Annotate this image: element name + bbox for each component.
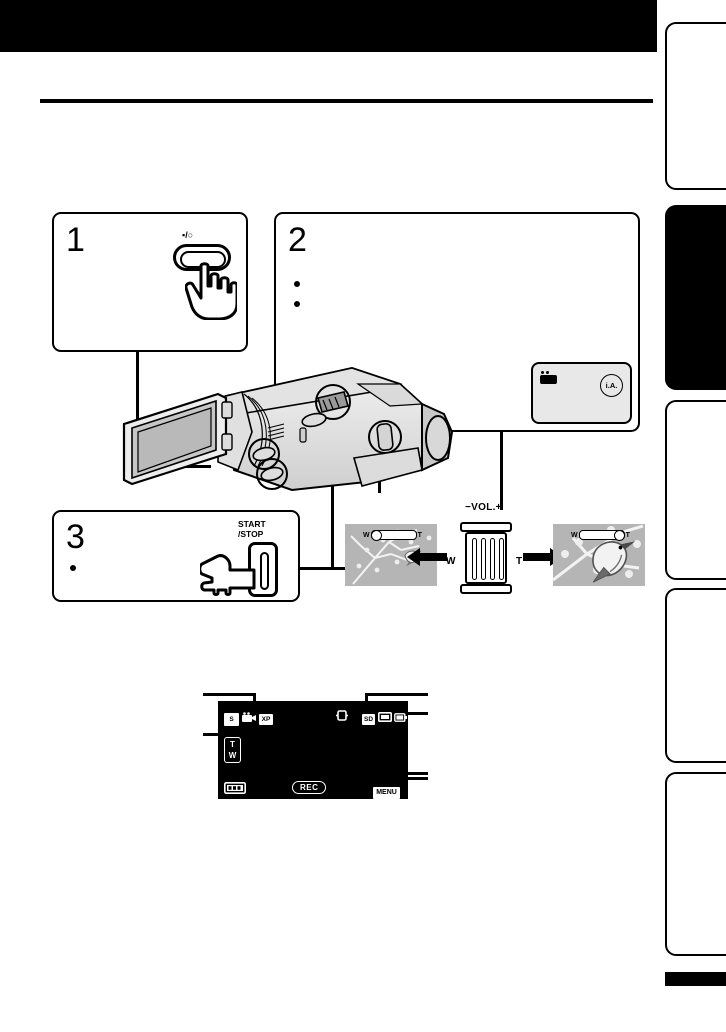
lever-rib-4 [499,538,504,580]
callout-line-step3-v [331,470,334,569]
lever-rib-1 [472,538,477,580]
tele-direction-label: T [516,556,523,567]
camcorder-illustration [122,362,472,512]
side-tab-3[interactable] [665,400,726,580]
lever-rib-2 [481,538,486,580]
start-stop-button-inner [260,552,269,590]
side-tab-3-label [667,402,726,578]
lcd-screen-reference: S XP SD T W [218,701,408,799]
callout-line-step2b-v [500,425,503,510]
step-3-bullets [68,560,238,574]
wide-bar-track [370,529,417,541]
side-tab-1[interactable] [665,22,726,190]
screen-callout-5-h [390,712,428,715]
video-mode-icon [540,371,557,384]
menu-button[interactable]: MENU [373,781,400,799]
side-tab-strip [665,0,726,1032]
side-tab-2-label [667,207,726,388]
lever-rib-3 [490,538,495,580]
side-tab-2[interactable] [665,205,726,390]
callout-line-step1-v [136,351,139,467]
header-bar [0,0,657,52]
step-1-box: 1 ▪/○ [52,212,248,352]
zoom-indicator-top: T [230,740,235,749]
side-tab-4[interactable] [665,588,726,763]
zoom-lever-group: W T −VOL.+ W T [345,500,645,600]
wide-angle-photo: W T [345,524,437,586]
image-quality-icon: XP [259,708,273,726]
side-tab-5-label [667,774,726,954]
start-stop-label-line1: START [238,519,266,529]
step-2-bullets [292,276,628,307]
screen-callout-1-h [203,693,255,696]
screen-callout-7-h [392,772,428,775]
image-stabilizer-icon [336,708,348,726]
battery-icon [394,709,407,727]
intelligent-auto-badge: i.A. [600,374,623,397]
callout-line-step3-h [300,567,355,570]
side-tab-foot-bar [665,972,726,986]
arrow-left-icon [407,548,447,566]
step-3-box: 3 START /STOP [52,510,300,602]
video-camera-icon [242,709,256,727]
page-title [44,60,644,94]
wide-zoom-indicator: W T [363,529,422,541]
wide-direction-label: W [446,556,456,567]
volume-zoom-label: −VOL.+ [465,502,502,513]
video-photo-mode-icons: ▪/○ [182,230,194,240]
media-slot-icon [378,709,392,727]
pointing-hand-icon [184,262,239,325]
lever-bottom-cap [460,584,512,594]
tele-bar-left-label: W [571,531,578,539]
menu-button-label: MENU [373,786,400,799]
step-1-number: 1 [66,221,85,259]
lever-top-cap [460,522,512,532]
wide-bar-right-label: T [417,531,422,539]
side-tab-4-label [667,590,726,761]
title-rule [40,99,653,103]
wide-bar-left-label: W [363,531,370,539]
tele-zoom-indicator: W T [571,529,630,541]
zoom-lever[interactable] [460,522,512,594]
telephoto-photo: W T [553,524,645,586]
tele-bar-right-label: T [625,531,630,539]
pressing-hand-icon [198,552,256,601]
zoom-level-indicator: T W [224,737,241,763]
start-stop-label-line2: /STOP [238,529,264,539]
wide-bar-knob [370,529,382,541]
recording-media-icon: SD [362,714,375,725]
side-tab-1-label [667,24,726,188]
rec-button[interactable]: REC [292,781,327,794]
tele-bar-track [578,529,625,541]
playback-icon[interactable] [224,781,246,799]
step-3-number: 3 [66,518,85,556]
lever-body [465,532,507,584]
screen-callout-4-h [365,693,428,696]
side-tab-5[interactable] [665,772,726,956]
lcd-preview-panel: i.A. [531,362,632,424]
step-2-number: 2 [288,221,307,259]
start-stop-label: START /STOP [238,519,266,539]
zoom-indicator-bottom: W [228,751,237,760]
tele-bar-knob [613,529,625,541]
scene-mode-icon: S [224,708,239,726]
